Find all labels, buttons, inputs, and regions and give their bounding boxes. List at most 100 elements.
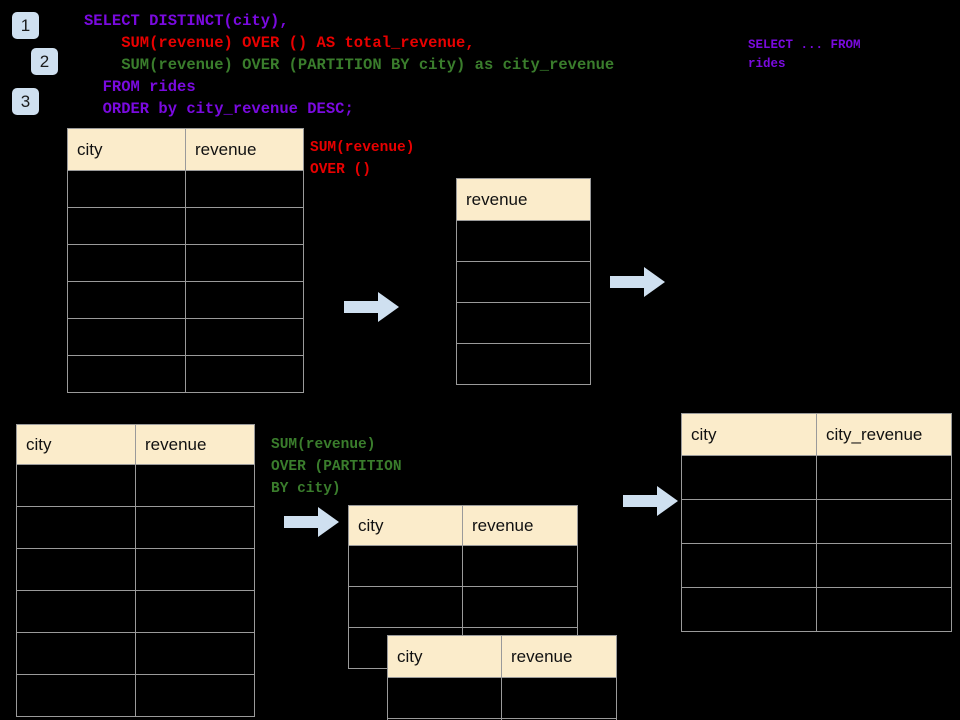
- cell-revenue: [501, 718, 617, 720]
- column-header-revenue: revenue: [185, 128, 304, 171]
- cell-revenue: [185, 207, 304, 245]
- step-badge-1: 1: [12, 12, 39, 39]
- table-header-row: city revenue: [16, 424, 255, 465]
- step-badge-3: 3: [12, 88, 39, 115]
- cell-revenue: [456, 343, 591, 385]
- table-header-row: city city_revenue: [681, 413, 952, 456]
- annotation-sum-over-partition: SUM(revenue) OVER (PARTITION BY city): [271, 437, 402, 497]
- cell-city: [16, 548, 136, 591]
- cell-revenue: [462, 545, 578, 587]
- table-row: [16, 548, 255, 591]
- annotation-sum-over-empty: SUM(revenue) OVER (): [310, 140, 415, 178]
- column-header-city-revenue: city_revenue: [816, 413, 952, 456]
- cell-revenue: [185, 244, 304, 282]
- cell-revenue: [462, 586, 578, 628]
- column-header-revenue: revenue: [135, 424, 255, 465]
- sql-line-order-by: ORDER by city_revenue DESC;: [84, 100, 354, 118]
- table-header-row: revenue: [456, 178, 591, 221]
- cell-city: [67, 207, 186, 245]
- cell-city: [67, 355, 186, 393]
- column-header-revenue: revenue: [456, 178, 591, 221]
- cell-city: [16, 464, 136, 507]
- table-row: [681, 455, 952, 500]
- cell-revenue: [185, 281, 304, 319]
- cell-revenue: [135, 590, 255, 633]
- column-header-revenue: revenue: [501, 635, 617, 678]
- sql-line-select: SELECT DISTINCT(city),: [84, 12, 289, 30]
- table-row: [16, 464, 255, 507]
- cell-city: [348, 545, 463, 587]
- cell-revenue: [456, 261, 591, 303]
- table-row: [67, 318, 304, 356]
- table-source-rides-bottom: city revenue: [16, 424, 255, 717]
- table-final-result: city city_revenue: [681, 413, 952, 632]
- cell-city: [348, 586, 463, 628]
- cell-revenue: [456, 220, 591, 262]
- cell-revenue: [135, 506, 255, 549]
- table-row: [456, 261, 591, 303]
- cell-revenue: [456, 302, 591, 344]
- table-header-row: city revenue: [387, 635, 617, 678]
- column-header-city: city: [681, 413, 817, 456]
- cell-city: [67, 318, 186, 356]
- cell-city: [681, 455, 817, 500]
- table-row: [681, 587, 952, 632]
- table-row: [67, 281, 304, 319]
- table-row: [456, 343, 591, 385]
- table-header-row: city revenue: [67, 128, 304, 171]
- table-row: [16, 674, 255, 717]
- sql-line-total-revenue: SUM(revenue) OVER () AS total_revenue,: [84, 34, 475, 52]
- cell-city: [681, 587, 817, 632]
- cell-revenue: [135, 548, 255, 591]
- sql-line-from: FROM rides: [84, 78, 196, 96]
- column-header-city: city: [348, 505, 463, 546]
- cell-city: [67, 281, 186, 319]
- table-row: [16, 506, 255, 549]
- cell-city-revenue: [816, 543, 952, 588]
- table-row: [681, 499, 952, 544]
- cell-city-revenue: [816, 587, 952, 632]
- table-row: [67, 244, 304, 282]
- table-row: [456, 220, 591, 262]
- cell-city: [681, 543, 817, 588]
- table-row: [348, 545, 578, 587]
- column-header-city: city: [387, 635, 502, 678]
- step-badge-2: 2: [31, 48, 58, 75]
- table-row: [67, 170, 304, 208]
- cell-city: [16, 632, 136, 675]
- arrow-right-icon: [284, 507, 339, 537]
- arrow-right-icon: [610, 267, 665, 297]
- cell-city: [681, 499, 817, 544]
- column-header-city: city: [67, 128, 186, 171]
- cell-city: [387, 677, 502, 719]
- cell-city: [16, 674, 136, 717]
- table-total-revenue-result: revenue: [456, 178, 591, 385]
- table-row: [67, 355, 304, 393]
- cell-city: [16, 590, 136, 633]
- table-row: [387, 718, 617, 720]
- cell-revenue: [185, 318, 304, 356]
- cell-revenue: [135, 464, 255, 507]
- table-row: [348, 586, 578, 628]
- table-row: [16, 590, 255, 633]
- cell-revenue: [135, 674, 255, 717]
- cell-city: [67, 244, 186, 282]
- cell-city: [67, 170, 186, 208]
- cell-revenue: [185, 355, 304, 393]
- side-note-select-from-rides: SELECT ... FROM rides: [748, 38, 861, 71]
- arrow-right-icon: [344, 292, 399, 322]
- table-partition-group-b: city revenue: [387, 635, 617, 720]
- table-row: [456, 302, 591, 344]
- table-row: [67, 207, 304, 245]
- table-row: [16, 632, 255, 675]
- cell-revenue: [501, 677, 617, 719]
- table-row: [681, 543, 952, 588]
- column-header-city: city: [16, 424, 136, 465]
- table-source-rides-top: city revenue: [67, 128, 304, 393]
- cell-city: [16, 506, 136, 549]
- cell-revenue: [135, 632, 255, 675]
- table-row: [387, 677, 617, 719]
- table-header-row: city revenue: [348, 505, 578, 546]
- sql-line-city-revenue: SUM(revenue) OVER (PARTITION BY city) as…: [84, 56, 615, 74]
